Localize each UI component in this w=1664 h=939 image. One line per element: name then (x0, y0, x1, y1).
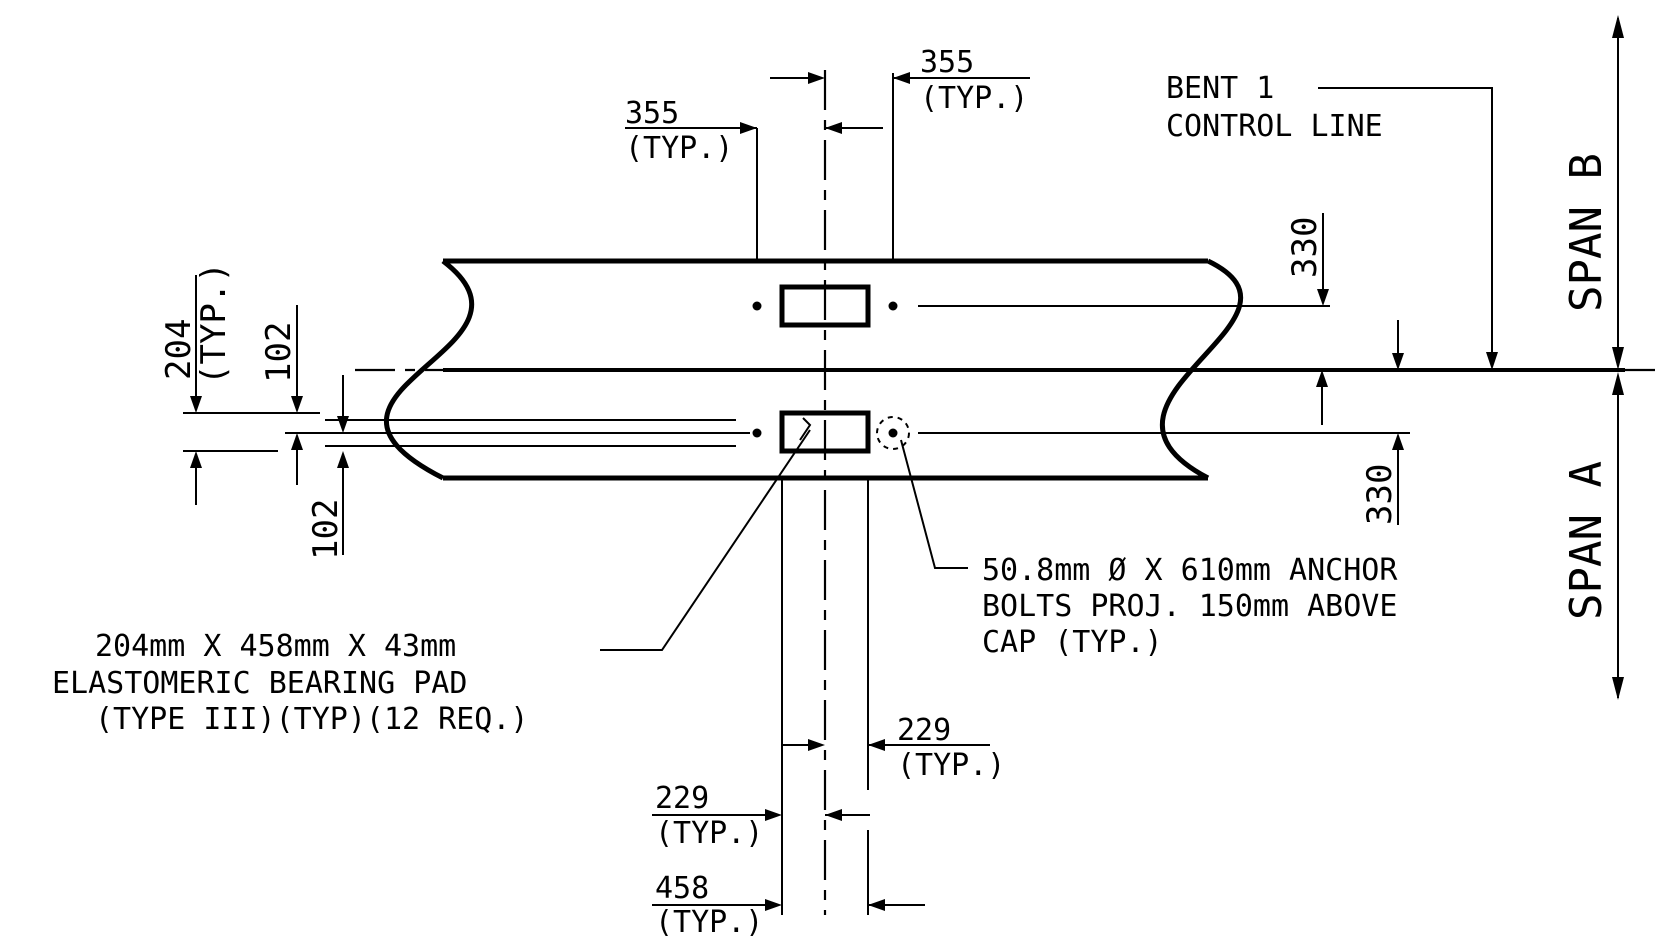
typ-229-right: (TYP.) (897, 748, 1005, 783)
bent-label-line2: CONTROL LINE (1166, 109, 1383, 144)
pad-note-leader (600, 429, 811, 651)
typ-top-left: (TYP.) (625, 131, 733, 166)
anchor-note-line3: CAP (TYP.) (982, 625, 1163, 660)
dim-204: 204 (159, 319, 199, 380)
dim-102-upper: 102 (259, 322, 299, 383)
dimension-355-top (625, 72, 1030, 262)
right-break-line (1159, 258, 1244, 481)
dim-330-lower: 330 (1360, 464, 1400, 525)
anchor-bolt-detail-icon (876, 416, 910, 450)
dim-355-top-left: 355 (625, 96, 679, 131)
dimension-229-458-bottom (652, 478, 990, 915)
bearing-pad-upper (779, 284, 871, 328)
anchor-bolt-icon (752, 301, 762, 311)
dim-330-upper: 330 (1285, 217, 1325, 278)
typ-229-left: (TYP.) (655, 816, 763, 851)
anchor-note-line1: 50.8mm Ø X 610mm ANCHOR (982, 553, 1398, 588)
pad-note-line1: 204mm X 458mm X 43mm (95, 629, 456, 664)
span-a-label: SPAN A (1561, 461, 1612, 620)
control-line-leader (1318, 87, 1493, 362)
anchor-bolt-icon (752, 428, 762, 438)
dimension-204-102-left (183, 275, 750, 555)
pad-leader-hook (799, 417, 812, 441)
left-break-line (384, 259, 475, 481)
typ-458: (TYP.) (655, 905, 763, 939)
dim-355-top-right: 355 (920, 45, 974, 80)
anchor-note-line2: BOLTS PROJ. 150mm ABOVE (982, 589, 1397, 624)
dimension-330-right (918, 213, 1410, 525)
pad-note-line3: (TYPE III)(TYP)(12 REQ.) (95, 702, 528, 737)
span-arrows (1612, 15, 1624, 700)
dim-229-left: 229 (655, 781, 709, 816)
anchor-bolt-icon (888, 301, 898, 311)
dim-458: 458 (655, 871, 709, 906)
pad-note-line2: ELASTOMERIC BEARING PAD (52, 666, 467, 701)
anchor-bolt-icon (888, 428, 898, 438)
bent-label-line1: BENT 1 (1166, 71, 1274, 106)
span-b-label: SPAN B (1561, 153, 1612, 312)
bearing-pad-lower (779, 410, 871, 454)
dim-102-lower: 102 (306, 499, 346, 560)
typ-top-right: (TYP.) (920, 81, 1028, 116)
dim-229-right: 229 (897, 713, 951, 748)
anchor-note-leader (900, 439, 968, 569)
typ-204: (TYP.) (194, 262, 234, 385)
